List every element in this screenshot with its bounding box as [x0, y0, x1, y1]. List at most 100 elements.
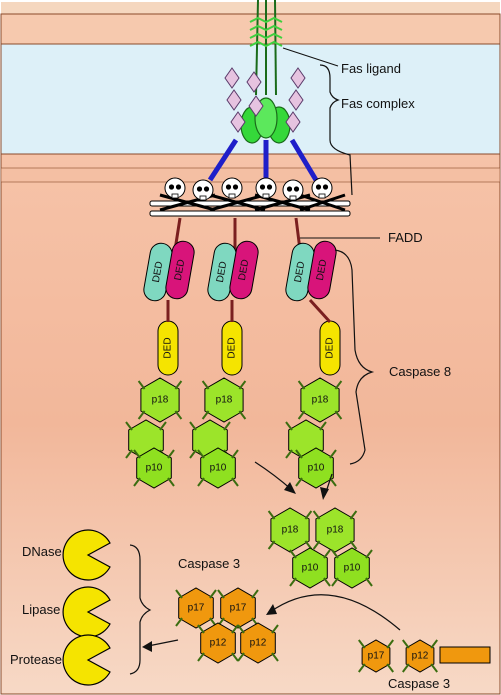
membrane-lower-band: [0, 167, 501, 183]
caspase8-column: DED DED DED p18 p10: [189, 240, 259, 489]
enzyme-lipase: [62, 586, 111, 638]
ded-yellow-label: DED: [227, 337, 238, 358]
ded-magenta: DED: [229, 240, 259, 300]
p10-subunit: p10: [133, 447, 175, 489]
procaspase3-p12-arms: [402, 639, 438, 673]
p10-subunit-label: p10: [308, 463, 325, 474]
label-fas-ligand: Fas ligand: [341, 61, 401, 76]
dimer-p18-right-shape: [315, 507, 355, 553]
p10-subunit: p10: [295, 447, 337, 489]
skull-icon: [282, 179, 304, 201]
p18-subunit-arms: [137, 380, 183, 420]
p10-subunit-label: p10: [146, 463, 163, 474]
dimer-p10-right-label: p10: [344, 563, 361, 574]
casp3-p12-right-label: p12: [250, 638, 267, 649]
ded-teal: DED: [207, 242, 237, 302]
p10-subunit-label: p10: [210, 463, 227, 474]
casp3-p12-right: p12: [237, 622, 279, 664]
casp3-p17-right-shape: [220, 587, 256, 629]
procaspase3: p17 p12: [358, 639, 491, 673]
extracellular-band: [1, 2, 500, 14]
p18-lower-arms: [285, 421, 327, 459]
p18-subunit: p18: [137, 377, 183, 423]
dimer-p18-left-shape: [270, 507, 310, 553]
dimer-p10-left-shape: [292, 547, 328, 589]
ded-magenta-shape: [229, 240, 259, 300]
leader-lines: [282, 47, 380, 239]
dimer-p10-right: p10: [331, 547, 373, 589]
ded-magenta-shape: [165, 240, 195, 300]
label-lipase: Lipase: [22, 602, 60, 617]
ded-teal-label: DED: [215, 261, 230, 284]
label-dnase: DNase: [22, 544, 62, 559]
ded-teal: DED: [143, 242, 173, 302]
fas-receptor-right: [285, 67, 306, 133]
label-fas-complex: Fas complex: [341, 96, 415, 111]
p18-lower-arms: [189, 421, 231, 459]
label-caspase3-pro: Caspase 3: [388, 676, 450, 691]
p10-subunit-shape: [136, 447, 172, 489]
p18-subunit-label: p18: [312, 395, 329, 406]
ded-teal-label: DED: [293, 261, 308, 284]
label-caspase8: Caspase 8: [389, 364, 451, 379]
casp3-p12-left-shape: [200, 622, 236, 664]
casp3-p17-right-arms: [217, 589, 259, 627]
procaspase3-p12-label: p12: [412, 651, 429, 662]
label-caspase3-active: Caspase 3: [178, 556, 240, 571]
casp3-p17-right-label: p17: [230, 603, 247, 614]
procaspase3-p17: p17: [358, 639, 394, 673]
p18-lower-arms: [125, 421, 167, 459]
skull-icon: [192, 179, 214, 201]
casp3-p17-left-label: p17: [188, 603, 205, 614]
skull-icon: [255, 177, 277, 199]
casp3-p12-left-label: p12: [210, 638, 227, 649]
procaspase3-p17-shape: [361, 639, 391, 673]
casp3-p17-left-shape: [178, 587, 214, 629]
dimer-p10-left-label: p10: [302, 563, 319, 574]
casp3-p12-left: p12: [197, 622, 239, 664]
ded-magenta: DED: [307, 240, 337, 300]
ded-yellow-label: DED: [325, 337, 336, 358]
dimer-p10-right-arms: [331, 549, 373, 587]
receptor-stalks: [207, 138, 319, 182]
casp3-p12-right-arms: [237, 624, 279, 662]
ded-yellow-label: DED: [163, 337, 174, 358]
p10-subunit-arms: [197, 449, 239, 487]
dimer-p18-left-arms: [267, 510, 313, 550]
ded-teal-label: DED: [151, 261, 166, 284]
dimer-p18-right: p18: [312, 507, 358, 553]
skull-icon: [164, 177, 186, 199]
p10-subunit-shape: [200, 447, 236, 489]
procaspase3-p17-arms: [358, 639, 394, 673]
arrowheads: [142, 482, 329, 652]
ded-magenta-label: DED: [237, 259, 252, 282]
caspase8-column: DED DED DED p18 p10: [285, 240, 343, 489]
ded-yellow: DED: [319, 320, 341, 376]
p10-subunit-shape: [298, 447, 334, 489]
ded-magenta: DED: [165, 240, 195, 300]
fas-receptor-middle: [246, 71, 264, 117]
ded-teal: DED: [285, 242, 315, 302]
braces: [129, 64, 375, 675]
p18-subunit: p18: [297, 377, 343, 423]
caspase3-group: p17 p17 p12 p12 p17 p12: [175, 587, 491, 673]
linker: [308, 298, 332, 324]
procaspase3-p12: p12: [402, 639, 438, 673]
p18-subunit: p18: [201, 377, 247, 423]
casp3-p12-left-arms: [197, 624, 239, 662]
casp3-p17-left: p17: [175, 587, 217, 629]
fadd-crossbones: [149, 193, 351, 217]
dimer-p18-left: p18: [267, 507, 313, 553]
p18-subunit-arms: [297, 380, 343, 420]
p18-subunit-shape: [204, 377, 244, 423]
label-protease: Protease: [10, 652, 62, 667]
procaspase3-tail: [439, 646, 491, 664]
ded-magenta-label: DED: [315, 259, 330, 282]
casp3-p17-right: p17: [217, 587, 259, 629]
procaspase3-p17-label: p17: [368, 651, 385, 662]
p18-subunit-arms: [201, 380, 247, 420]
